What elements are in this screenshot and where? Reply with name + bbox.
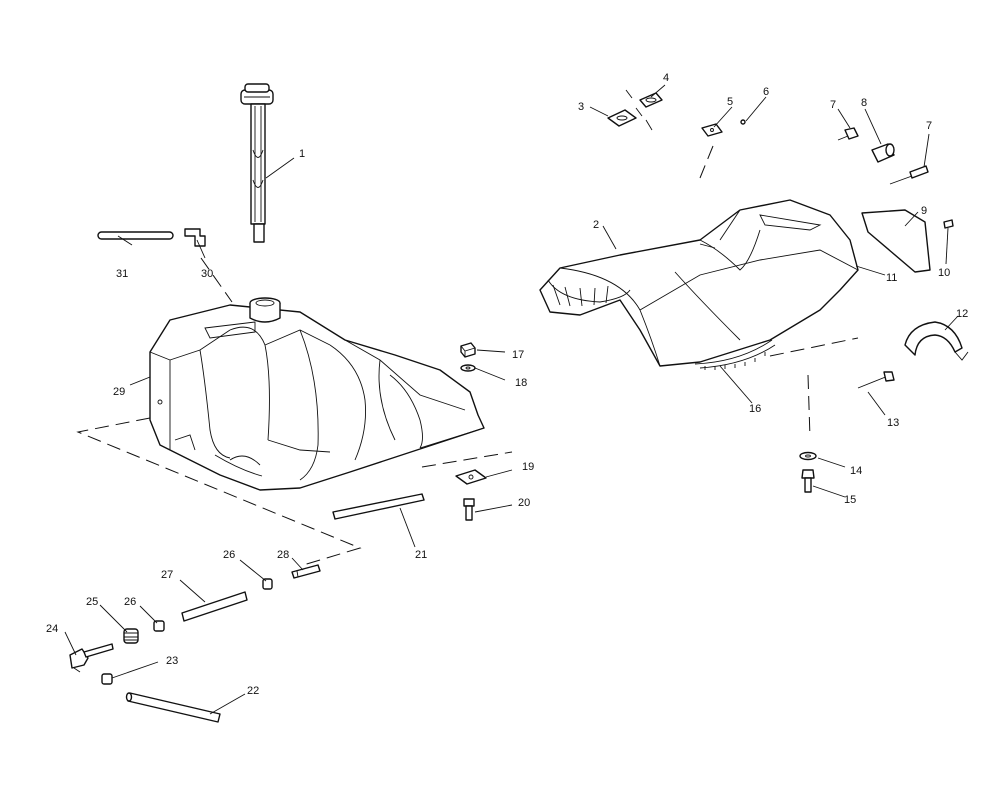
callout-31: 31 [116, 268, 128, 280]
callout-11: 11 [886, 272, 897, 284]
callout-1: 1 [299, 148, 305, 160]
callout-20: 20 [518, 497, 530, 509]
elbow-fitting-30 [184, 228, 206, 247]
bracket-5 [701, 123, 723, 137]
nut-17 [460, 342, 476, 358]
fuel-tank-29 [149, 297, 485, 491]
washer-18 [460, 364, 476, 372]
callout-5: 5 [727, 96, 733, 108]
pin-28 [291, 564, 321, 579]
callout-labels: 1 31 30 29 17 18 19 20 21 26 28 27 26 25… [46, 72, 968, 697]
valve-24 [69, 643, 114, 673]
cap-26-upper [262, 578, 273, 590]
tube-22 [125, 692, 221, 723]
panel-9 [861, 209, 931, 273]
callout-7-upper: 7 [830, 99, 836, 111]
callout-19: 19 [522, 461, 534, 473]
callout-29: 29 [113, 386, 125, 398]
fuel-gauge-sender [240, 83, 274, 243]
callout-27: 27 [161, 569, 173, 581]
plug-8 [871, 143, 895, 163]
callout-26-upper: 26 [223, 549, 235, 561]
leader-lines [64, 84, 959, 715]
cap-26-lower [153, 620, 165, 632]
seat-base-16 [694, 339, 776, 370]
callout-30: 30 [201, 268, 213, 280]
callout-12: 12 [956, 308, 968, 320]
callout-21: 21 [415, 549, 427, 561]
bolt-13 [857, 371, 895, 389]
cap-23 [101, 673, 113, 685]
badge-3 [607, 109, 637, 127]
plate-19 [455, 469, 487, 485]
callout-8: 8 [861, 97, 867, 109]
hose-31 [97, 231, 174, 240]
callout-9: 9 [921, 205, 927, 217]
seat-2 [539, 199, 859, 367]
badge-4 [639, 92, 663, 108]
callout-16: 16 [749, 403, 761, 415]
callout-14: 14 [850, 465, 862, 477]
bolt-20 [463, 498, 475, 521]
washer-14 [799, 451, 817, 461]
clamp-12 [904, 321, 969, 361]
bolt-15 [801, 469, 815, 493]
callout-24: 24 [46, 623, 58, 635]
strip-21 [332, 493, 425, 520]
stud-7-upper [837, 127, 859, 141]
callout-17: 17 [512, 349, 524, 361]
callout-6: 6 [763, 86, 769, 98]
rod-27 [181, 591, 248, 622]
callout-25: 25 [86, 596, 98, 608]
screw-6 [740, 119, 746, 125]
callout-15: 15 [844, 494, 856, 506]
callout-28: 28 [277, 549, 289, 561]
callout-10: 10 [938, 267, 950, 279]
callout-13: 13 [887, 417, 899, 429]
callout-7-lower: 7 [926, 120, 932, 132]
stud-7-lower [889, 165, 929, 185]
callout-23: 23 [166, 655, 178, 667]
spring-25 [123, 628, 139, 644]
callout-22: 22 [247, 685, 259, 697]
callout-4: 4 [663, 72, 669, 84]
callout-3: 3 [578, 101, 584, 113]
badge-4-ticks [625, 89, 653, 131]
callout-2: 2 [593, 219, 599, 231]
callout-26-lower: 26 [124, 596, 136, 608]
assembly-lines [76, 145, 859, 567]
screw-10 [943, 219, 954, 229]
callout-18: 18 [515, 377, 527, 389]
